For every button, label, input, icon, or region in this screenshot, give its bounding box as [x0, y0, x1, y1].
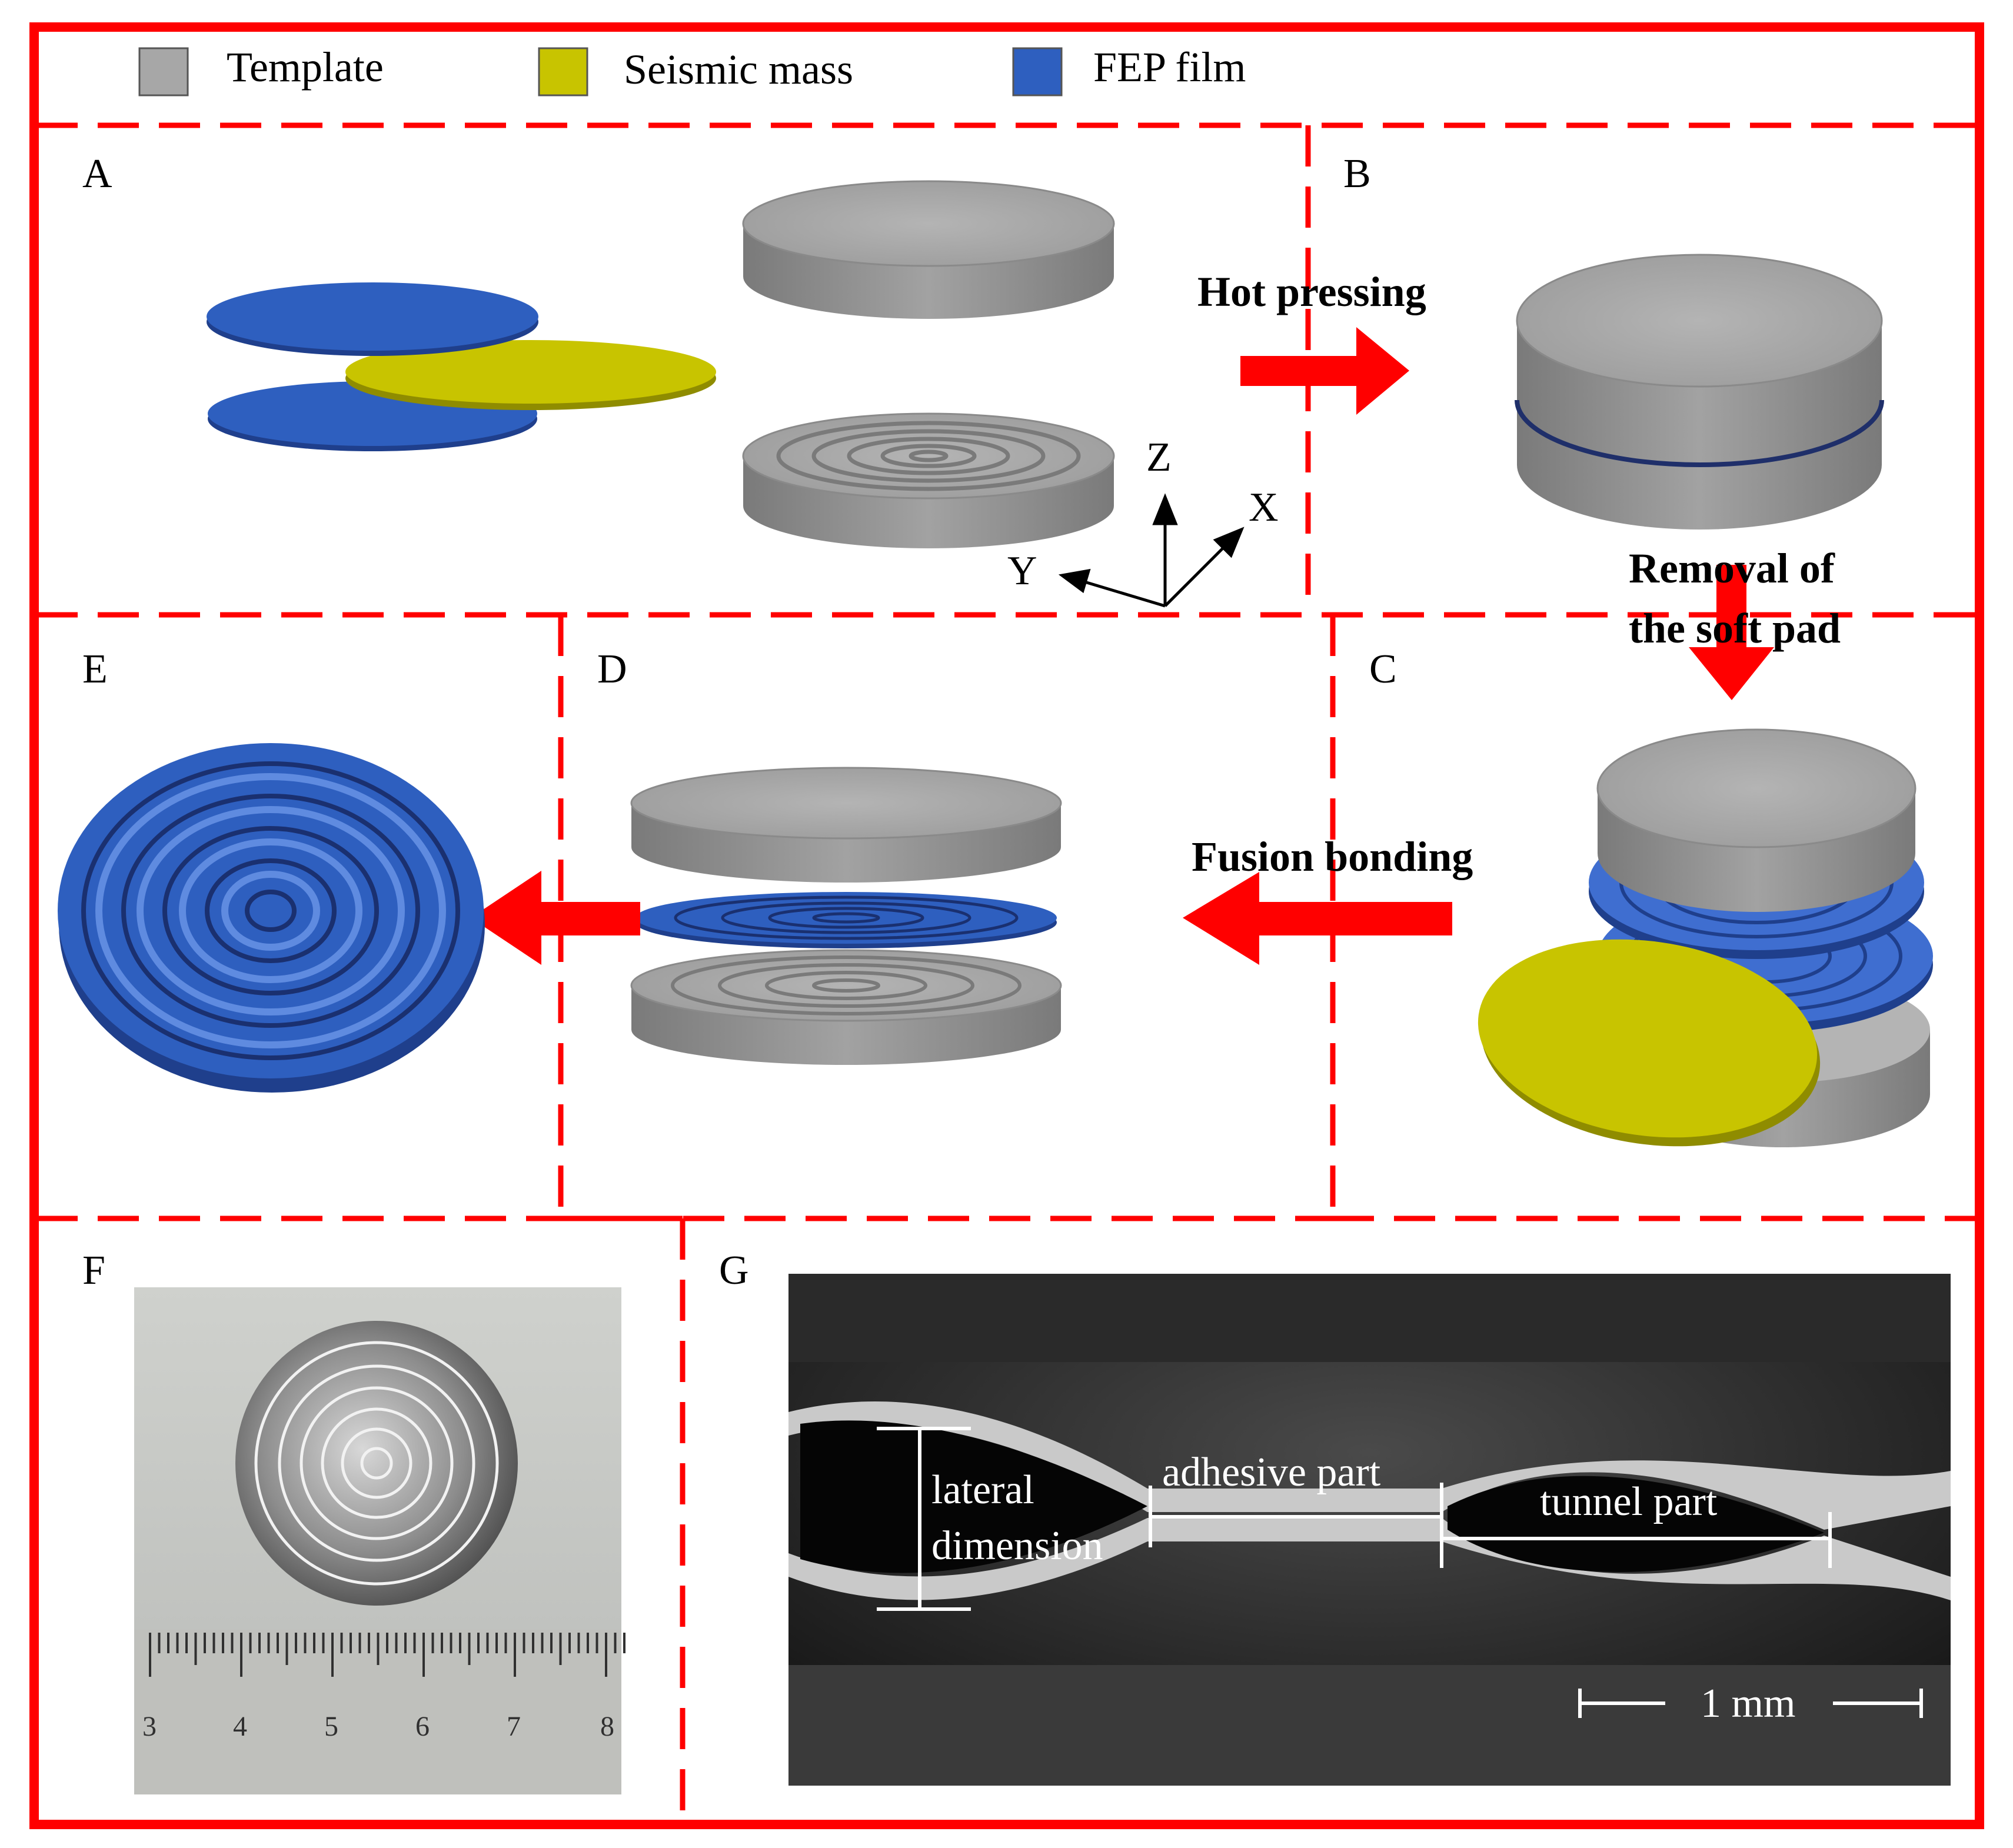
ruler-ticks — [149, 1633, 625, 1677]
template-bottom — [742, 412, 1115, 500]
panel-label-g: G — [719, 1248, 749, 1293]
axis-triad — [1058, 493, 1245, 608]
sem-annotations — [877, 1427, 1923, 1718]
template-grooves-a — [776, 421, 1081, 491]
legend-swatch-template — [138, 47, 189, 96]
d-template-top — [630, 767, 1062, 840]
panel-label-f: F — [82, 1248, 105, 1293]
sem-upper-film — [788, 1401, 1951, 1530]
panel-dividers — [36, 122, 1977, 1822]
panel-f: 3 4 5 6 7 8 — [134, 1287, 625, 1794]
legend-label-seismic-mass: Seismic mass — [624, 46, 853, 93]
legend-swatch-fep-film — [1012, 47, 1063, 96]
panel-label-d: D — [597, 647, 627, 692]
fep-film-seam — [1515, 399, 1884, 467]
panel-label-c: C — [1369, 647, 1397, 692]
ruler-tick-label-7: 7 — [507, 1711, 521, 1742]
d-fep-grooves — [674, 895, 1019, 940]
panel-label-b: B — [1343, 151, 1371, 197]
ruler-tick-label-5: 5 — [324, 1711, 338, 1742]
seismic-mass — [345, 340, 716, 404]
ruler-tick-label-3: 3 — [142, 1711, 157, 1742]
panel-g: lateral dimension adhesive part tunnel p… — [788, 1274, 1951, 1786]
panel-d — [630, 767, 1062, 1065]
e-fep-ridges — [81, 761, 460, 1060]
e-fep-film — [58, 743, 484, 1078]
sem-label-tunnel: tunnel part — [1540, 1479, 1718, 1524]
panel-label-a: A — [82, 151, 112, 197]
arrow-hot-pressing — [1240, 327, 1409, 415]
sem-label-adhesive: adhesive part — [1162, 1450, 1381, 1495]
sem-tunnel-right — [1448, 1476, 1824, 1572]
d-template-bottom — [630, 949, 1062, 1022]
legend: Template Seismic mass FEP film — [138, 44, 1246, 96]
label-removal-line1: Removal of — [1629, 545, 1835, 592]
label-removal-line2: the soft pad — [1629, 605, 1841, 652]
legend-swatch-seismic-mass — [538, 47, 588, 96]
sem-tunnel-left — [800, 1420, 1147, 1573]
fabricated-device — [235, 1321, 518, 1606]
sem-label-lateral: lateral — [931, 1467, 1034, 1513]
arrow-to-final — [471, 871, 640, 965]
legend-label-template: Template — [227, 44, 384, 91]
arrow-removal — [1689, 565, 1774, 700]
panel-b — [1515, 254, 1884, 530]
axis-label-y: Y — [1007, 548, 1037, 594]
panel-a: Z X Y — [207, 180, 1279, 608]
ruler-tick-label-4: 4 — [233, 1711, 247, 1742]
fep-film-top — [207, 282, 538, 351]
outer-frame — [29, 22, 1984, 1829]
sem-scale-bar-label: 1 mm — [1701, 1681, 1795, 1726]
label-fusion-bonding: Fusion bonding — [1192, 833, 1473, 880]
panel-label-e: E — [82, 647, 108, 692]
device-rings — [254, 1341, 499, 1586]
label-hot-pressing: Hot pressing — [1197, 268, 1426, 315]
sem-label-dimension: dimension — [931, 1523, 1103, 1569]
panel-e — [58, 743, 485, 1093]
sem-lower-film — [788, 1518, 1951, 1600]
d-template-grooves — [671, 955, 1022, 1015]
c-seismic-mass — [1478, 939, 1818, 1138]
axis-label-x: X — [1249, 485, 1279, 530]
axis-label-z: Z — [1146, 435, 1172, 480]
sem-bottom-band — [788, 1665, 1951, 1786]
c-template-top — [1596, 728, 1916, 848]
template-stack-top — [1516, 254, 1883, 388]
d-fep-film — [635, 892, 1057, 944]
sem-top-band — [788, 1274, 1951, 1362]
ruler-tick-label-6: 6 — [415, 1711, 430, 1742]
panel-c — [1478, 728, 1933, 1147]
legend-label-fep-film: FEP film — [1093, 44, 1246, 91]
ruler-tick-label-8: 8 — [600, 1711, 614, 1742]
template-top — [742, 180, 1115, 267]
arrow-fusion-bonding — [1183, 872, 1452, 965]
